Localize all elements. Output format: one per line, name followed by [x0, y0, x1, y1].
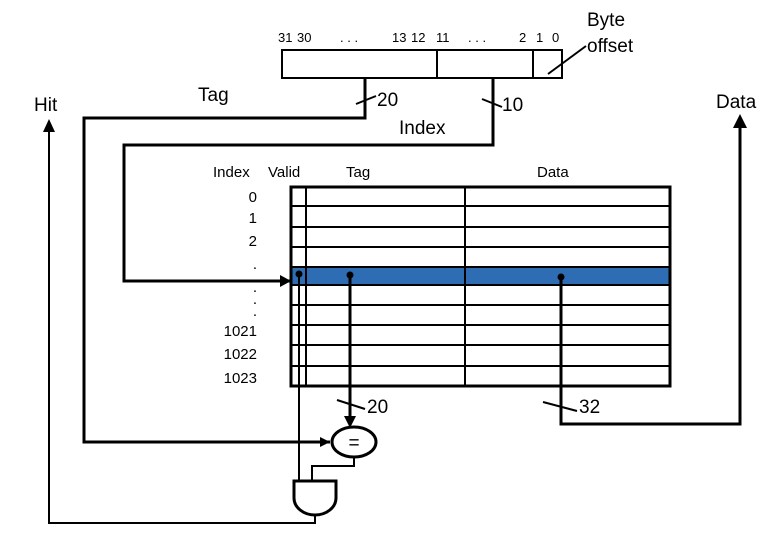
header-tag: Tag	[346, 164, 370, 181]
row-index-label: 1022	[224, 346, 257, 363]
compare-output-wire	[311, 457, 355, 481]
address-box	[281, 49, 563, 79]
selected-row-highlight	[291, 267, 670, 285]
data-width-label: 32	[579, 397, 600, 418]
tag-width-slash	[355, 95, 377, 105]
bit-11: 11	[436, 30, 450, 45]
byte-offset-label-line1: Byte	[587, 10, 625, 31]
bit-dots-low: . . .	[468, 30, 486, 45]
row-index-labels: 0 1 2 . . . . 1021 1022 1023	[224, 189, 257, 387]
bit-2: 2	[519, 30, 526, 45]
header-data: Data	[537, 164, 569, 181]
row-index-label: 0	[249, 189, 257, 206]
byte-offset-label-line2: offset	[587, 36, 634, 57]
bit-31: 31	[278, 30, 292, 45]
row-index-label: 2	[249, 233, 257, 250]
compare-width-label: 20	[367, 397, 388, 418]
tag-label: Tag	[198, 85, 229, 106]
hit-label: Hit	[34, 95, 58, 116]
row-index-label: .	[253, 256, 257, 273]
bit-12: 12	[411, 30, 425, 45]
row-index-label: 1021	[224, 323, 257, 340]
index-wire	[122, 78, 495, 283]
row-index-label: .	[253, 279, 257, 296]
data-arrowhead	[733, 114, 747, 128]
table-border	[289, 185, 672, 388]
bit-30: 30	[297, 30, 311, 45]
address-register	[281, 49, 563, 79]
stored-tag-arrowhead	[344, 416, 356, 428]
row-index-label: 1	[249, 210, 257, 227]
bit-0: 0	[552, 30, 559, 45]
data-width-slash	[542, 401, 578, 412]
bit-dots-high: . . .	[340, 30, 358, 45]
compare-width-slash	[336, 399, 366, 410]
bit-labels: 31 30 . . . 13 12 11 . . . 2 1 0	[278, 30, 559, 45]
index-width-slash	[481, 98, 503, 108]
byte-offset-pointer	[547, 45, 587, 75]
header-index: Index	[213, 164, 250, 181]
index-label: Index	[399, 118, 446, 139]
tag-width-label: 20	[377, 90, 398, 111]
hit-arrowhead	[43, 119, 55, 132]
hit-wire	[48, 130, 316, 524]
tag-wire	[82, 78, 367, 444]
row-index-label: 1023	[224, 370, 257, 387]
bit-13: 13	[392, 30, 406, 45]
cache-table	[289, 185, 672, 388]
index-arrowhead	[280, 275, 291, 287]
index-width-label: 10	[502, 95, 523, 116]
row-index-label: .	[253, 303, 257, 320]
header-valid: Valid	[268, 164, 300, 181]
comparator-symbol: =	[348, 433, 359, 454]
bit-1: 1	[536, 30, 543, 45]
row-index-label: .	[253, 291, 257, 308]
data-wire	[559, 126, 742, 426]
data-output-label: Data	[716, 92, 757, 113]
tag-arrowhead	[320, 437, 330, 447]
and-gate	[292, 479, 338, 517]
